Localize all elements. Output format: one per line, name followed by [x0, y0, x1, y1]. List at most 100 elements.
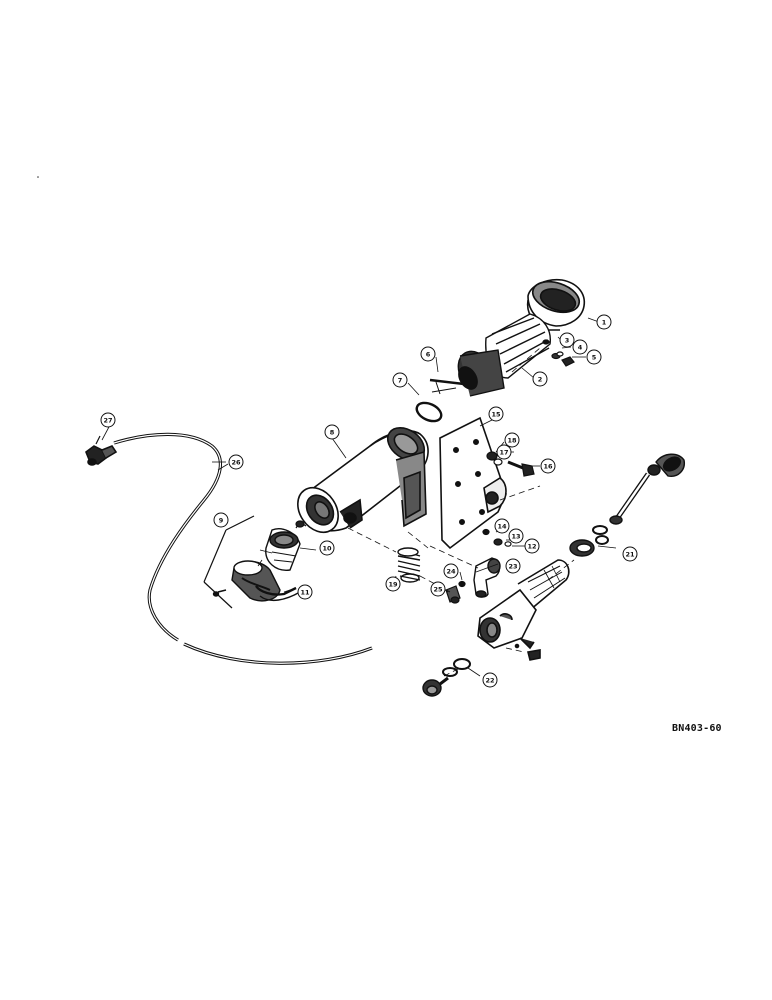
callout-circle [572, 339, 588, 355]
callout-circle [504, 432, 520, 448]
part-15-bracket-plate [439, 416, 507, 550]
callout-3: 3 [559, 332, 575, 348]
callout-circle [319, 540, 335, 556]
callout-balloons: 1234567891011121314151617181921222324252… [100, 314, 638, 688]
callout-label: 15 [491, 411, 501, 419]
part-27-fitting [85, 435, 118, 466]
callout-2: 2 [532, 371, 548, 387]
callout-circle [392, 372, 408, 388]
callout-label: 2 [538, 376, 543, 384]
screws [295, 520, 307, 529]
callout-circle [420, 346, 436, 362]
callout-label: 9 [219, 517, 224, 525]
callout-circle [430, 581, 446, 597]
callout-1: 1 [596, 314, 612, 330]
callout-label: 18 [507, 437, 517, 445]
callout-label: 7 [398, 377, 403, 385]
parts-24-25-fittings [445, 580, 466, 604]
callout-circle [559, 332, 575, 348]
part-8-housing [297, 426, 429, 534]
callout-circle [596, 314, 612, 330]
parts-13-14-hardware [482, 528, 512, 547]
callout-24: 24 [443, 563, 459, 579]
part-23-elbow [473, 557, 501, 598]
callout-circle [297, 584, 313, 600]
callout-circle [213, 512, 229, 528]
callout-15: 15 [488, 406, 504, 422]
callout-label: 14 [497, 523, 507, 531]
callout-circle [505, 558, 521, 574]
valve-body [477, 559, 570, 661]
callout-label: 1 [602, 319, 607, 327]
part-11-strainer [212, 560, 306, 602]
part-2-filter-element [457, 313, 551, 397]
callout-18: 18 [504, 432, 520, 448]
part-22-plug [422, 658, 471, 697]
callout-12: 12 [524, 538, 540, 554]
callout-circle [228, 454, 244, 470]
callout-21: 21 [622, 546, 638, 562]
callout-circle [494, 518, 510, 534]
callout-22: 22 [482, 672, 498, 688]
callout-label: 22 [485, 677, 494, 685]
speck [37, 176, 39, 178]
callout-label: 11 [300, 589, 310, 597]
callout-23: 23 [505, 558, 521, 574]
callout-9: 9 [213, 512, 229, 528]
leader-lines [101, 317, 617, 677]
callout-circle [385, 576, 401, 592]
callout-label: 5 [592, 354, 597, 362]
callout-label: 13 [511, 533, 520, 541]
callout-17: 17 [496, 444, 512, 460]
callout-7: 7 [392, 372, 408, 388]
callout-label: 3 [565, 337, 570, 345]
part-7-o-ring [415, 401, 443, 423]
callout-label: 25 [433, 586, 443, 594]
callout-label: 24 [446, 568, 456, 576]
callout-circle [508, 528, 524, 544]
callout-circle [324, 424, 340, 440]
callout-label: 6 [426, 351, 431, 359]
callout-circle [482, 672, 498, 688]
callout-27: 27 [100, 412, 116, 428]
callout-13: 13 [508, 528, 524, 544]
part-6-rod [429, 378, 465, 395]
callout-10: 10 [319, 540, 335, 556]
callout-circle [496, 444, 512, 460]
callout-label: 23 [508, 563, 517, 571]
callout-label: 17 [499, 449, 508, 457]
callout-circle [443, 563, 459, 579]
parts-3-4-5-hardware [542, 339, 575, 367]
callout-circle [100, 412, 116, 428]
drawing-reference-code: BN403-60 [672, 723, 722, 734]
callout-label: 12 [527, 543, 536, 551]
callout-circle [488, 406, 504, 422]
callout-label: 21 [625, 551, 635, 559]
callout-label: 26 [231, 459, 241, 467]
callout-circle [586, 349, 602, 365]
callout-26: 26 [228, 454, 244, 470]
callout-label: 16 [543, 463, 553, 471]
callout-label: 4 [578, 344, 583, 352]
callout-6: 6 [420, 346, 436, 362]
part-19-spring [397, 547, 421, 583]
callout-14: 14 [494, 518, 510, 534]
callout-circle [532, 371, 548, 387]
callout-25: 25 [430, 581, 446, 597]
callout-8: 8 [324, 424, 340, 440]
callout-11: 11 [297, 584, 313, 600]
callout-label: 27 [103, 417, 112, 425]
part-26-tube [113, 432, 373, 665]
callout-5: 5 [586, 349, 602, 365]
callout-19: 19 [385, 576, 401, 592]
callout-label: 8 [330, 429, 335, 437]
callout-circle [622, 546, 638, 562]
callout-circle [540, 458, 556, 474]
assembly-centerlines [347, 347, 575, 677]
callout-label: 19 [388, 581, 398, 589]
callout-4: 4 [572, 339, 588, 355]
part-9-bracket-lines [203, 515, 255, 609]
callout-circle [524, 538, 540, 554]
part-10-filter-cup [265, 528, 301, 571]
